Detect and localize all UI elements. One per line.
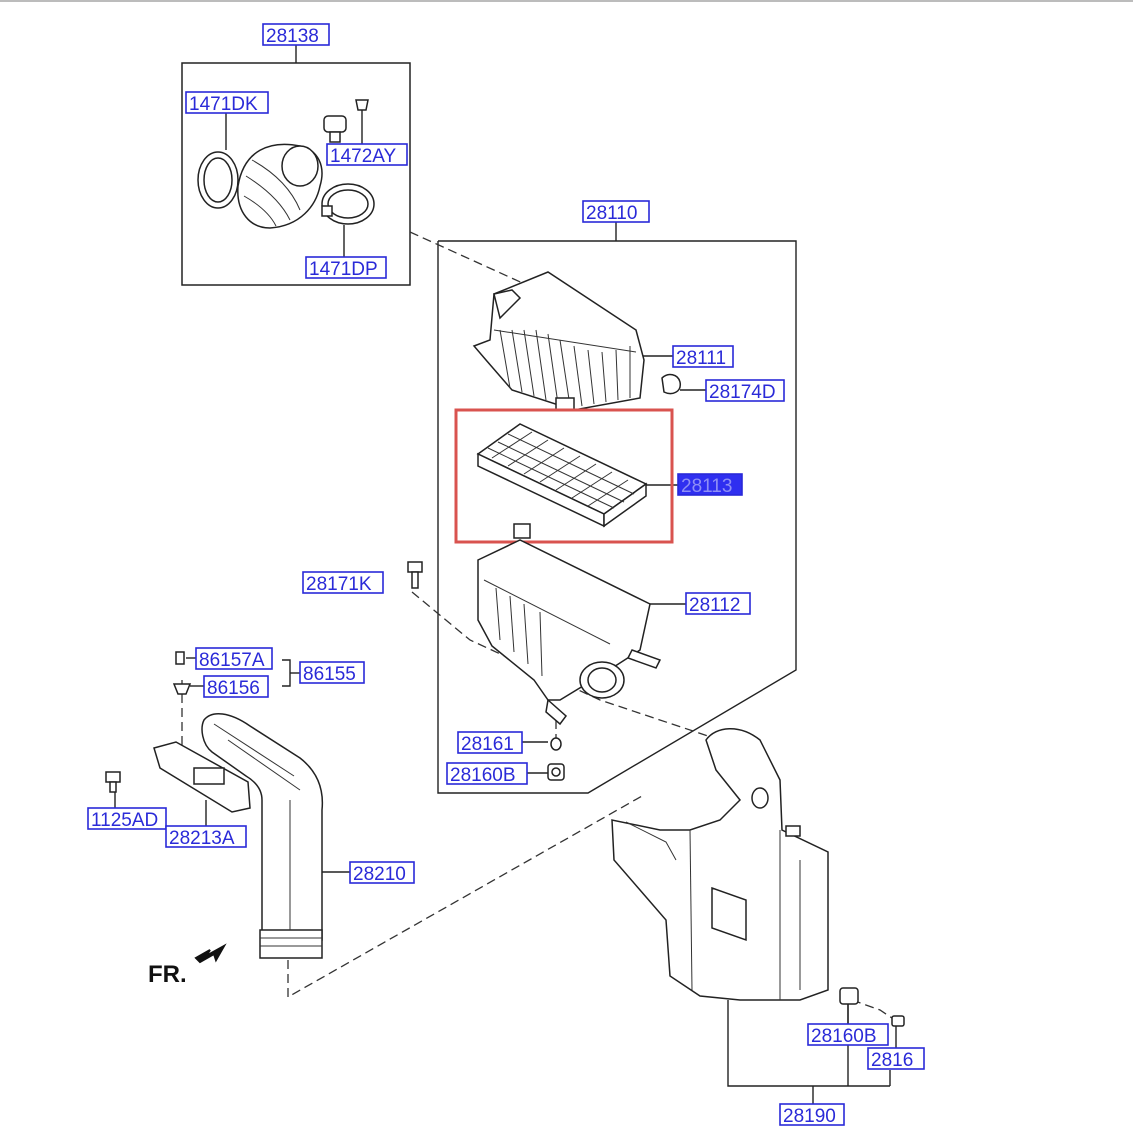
part-label-28190[interactable]: 28190 [779, 1103, 845, 1127]
part-label-1472ay[interactable]: 1472AY [326, 143, 408, 167]
svg-text:28138: 28138 [266, 26, 319, 47]
clip-28174d-drawing [661, 373, 681, 395]
grommet-28161-lower-drawing [891, 1015, 905, 1027]
part-label-28210[interactable]: 28210 [349, 861, 415, 885]
clamp-1471dk-drawing [197, 151, 239, 209]
svg-text:28160B: 28160B [811, 1026, 877, 1047]
grommet-28161-drawing [550, 737, 562, 751]
part-label-28110[interactable]: 28110 [582, 200, 650, 224]
part-label-28113[interactable]: 28113 [677, 473, 743, 497]
svg-text:2816: 2816 [871, 1050, 913, 1071]
svg-text:28112: 28112 [689, 595, 740, 616]
svg-text:1471DP: 1471DP [309, 259, 378, 280]
svg-text:28190: 28190 [783, 1106, 836, 1127]
part-label-28171k[interactable]: 28171K [302, 571, 384, 595]
svg-text:1471DK: 1471DK [189, 94, 258, 115]
selected-part-highlight [454, 408, 674, 544]
svg-text:86155: 86155 [303, 664, 356, 685]
fastener-86156-drawing [172, 683, 192, 695]
part-label-28138[interactable]: 28138 [262, 23, 330, 47]
svg-text:28160B: 28160B [450, 765, 516, 786]
part-label-1125ad[interactable]: 1125AD [87, 807, 167, 831]
svg-text:28210: 28210 [353, 864, 406, 885]
svg-text:1125AD: 1125AD [91, 810, 158, 831]
svg-text:28171K: 28171K [306, 574, 372, 595]
bolt-1125ad-drawing [105, 771, 121, 793]
bracket-28213a-drawing [153, 741, 251, 813]
svg-text:28111: 28111 [676, 348, 726, 369]
bushing-28160b-lower-drawing [839, 987, 859, 1005]
svg-text:28113: 28113 [681, 476, 732, 497]
part-label-28111[interactable]: 28111 [672, 345, 734, 369]
part-label-28213a[interactable]: 28213A [165, 825, 247, 849]
part-label-28174d[interactable]: 28174D [705, 379, 785, 403]
svg-text:28174D: 28174D [709, 382, 776, 403]
air-filter-element-drawing [476, 423, 648, 528]
resonator-28190-drawing [611, 728, 829, 1001]
front-arrow-icon [194, 943, 227, 964]
part-label-28161[interactable]: 28161 [457, 731, 523, 755]
intake-hose-drawing [237, 143, 323, 229]
part-label-28161-lower[interactable]: 2816 [867, 1047, 925, 1071]
part-label-28160b[interactable]: 28160B [446, 762, 528, 786]
fastener-86157a-drawing [175, 651, 185, 665]
part-label-1471dk[interactable]: 1471DK [185, 91, 269, 115]
sensor-1472ay-drawing [323, 99, 369, 143]
svg-text:28213A: 28213A [169, 828, 235, 849]
part-label-28112[interactable]: 28112 [685, 592, 751, 616]
part-label-1471dp[interactable]: 1471DP [305, 256, 387, 280]
part-label-86157a[interactable]: 86157A [195, 647, 273, 671]
svg-text:86157A: 86157A [199, 650, 265, 671]
svg-text:28161: 28161 [461, 734, 514, 755]
top-border [0, 0, 1133, 2]
intake-duct-28210-drawing [201, 713, 324, 959]
clamp-1471dp-drawing [321, 183, 375, 225]
part-label-28160b-lower[interactable]: 28160B [807, 1023, 889, 1047]
air-cleaner-cover-drawing [472, 271, 645, 411]
svg-text:28110: 28110 [586, 203, 637, 224]
group-box-28110 [437, 240, 797, 794]
bushing-28160b-drawing [547, 763, 565, 781]
part-label-86156[interactable]: 86156 [203, 675, 269, 699]
part-label-86155[interactable]: 86155 [299, 661, 365, 685]
svg-text:1472AY: 1472AY [330, 146, 397, 167]
bolt-28171k-drawing [407, 561, 423, 589]
air-cleaner-body-drawing [477, 523, 662, 726]
svg-text:86156: 86156 [207, 678, 260, 699]
front-indicator-label: FR. [148, 961, 187, 988]
